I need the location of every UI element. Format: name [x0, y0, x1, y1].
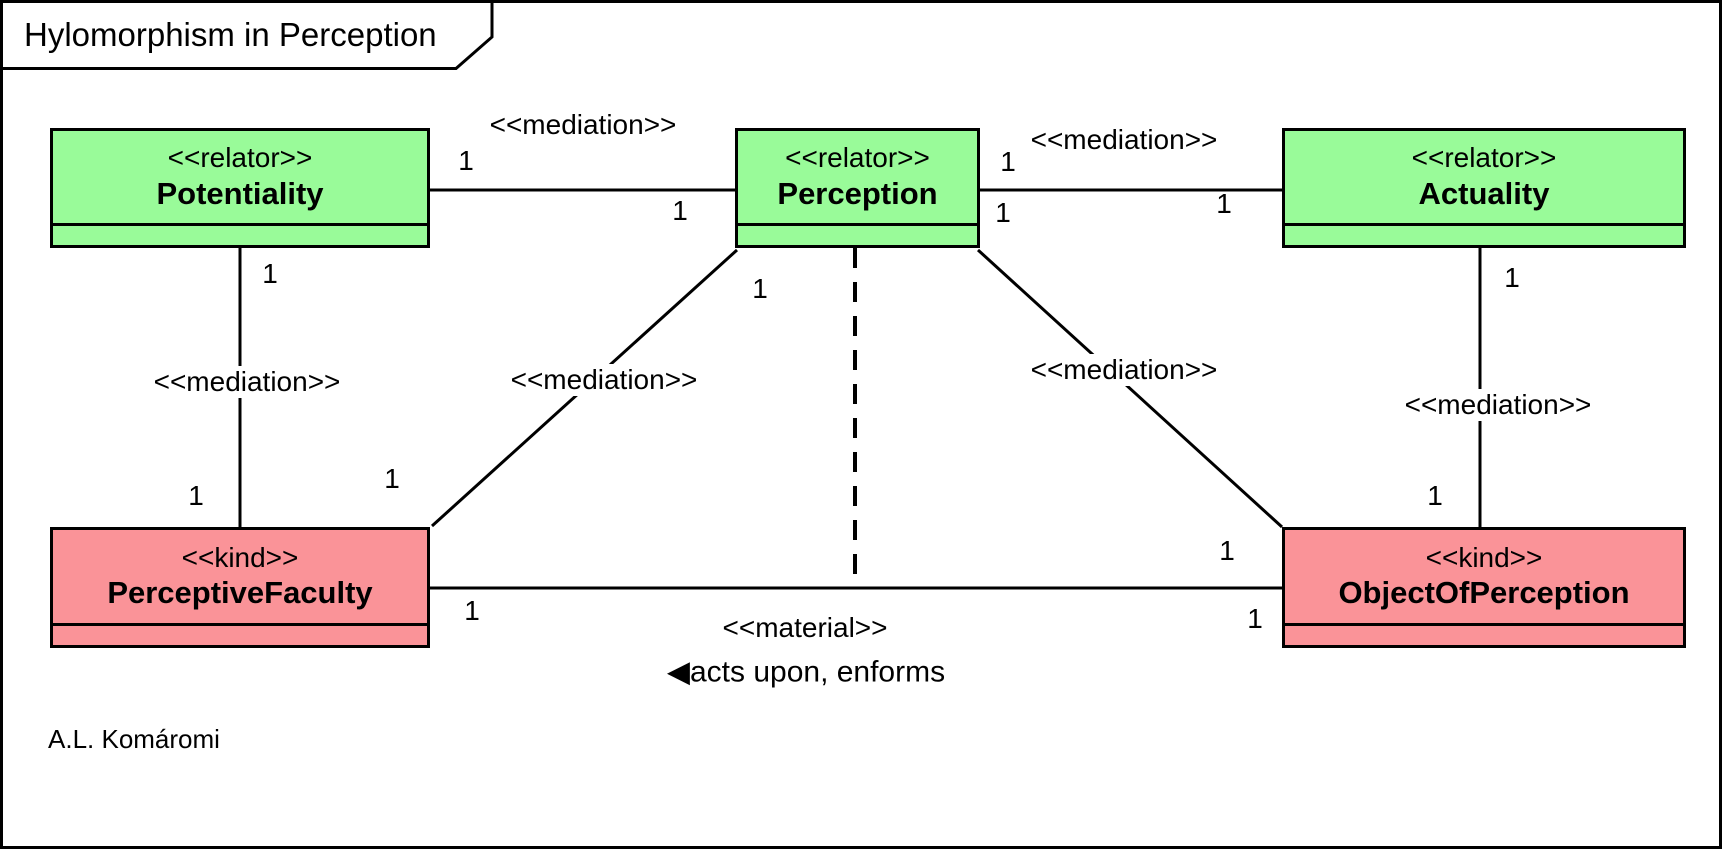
- class-name: Perception: [777, 175, 938, 211]
- multiplicity-perception-end: 1: [752, 273, 768, 304]
- mediation-label-perception-perceptivefaculty: <<mediation>>: [506, 364, 702, 396]
- class-perception: <<relator>> Perception: [735, 128, 980, 248]
- multiplicity-objectofperception-end: 1: [1427, 480, 1443, 511]
- class-actuality: <<relator>> Actuality: [1282, 128, 1686, 248]
- class-stereotype: <<kind>>: [181, 541, 299, 573]
- mediation-label-actuality-objectofperception: <<mediation>>: [1400, 389, 1596, 421]
- class-stereotype: <<kind>>: [1425, 541, 1543, 573]
- mediation-label-potentiality-perception: <<mediation>>: [485, 109, 681, 141]
- multiplicity-perceptivefaculty-end: 1: [188, 480, 204, 511]
- multiplicity-perceptivefaculty-end: 1: [384, 463, 400, 494]
- multiplicity-perception-end: 1: [672, 195, 688, 226]
- material-association-name: ◀acts upon, enforms: [666, 655, 946, 689]
- multiplicity-perceptivefaculty-end: 1: [464, 595, 480, 626]
- class-name: PerceptiveFaculty: [107, 575, 373, 611]
- multiplicity-actuality-end: 1: [1504, 262, 1520, 293]
- attributes-compartment: [53, 623, 427, 645]
- class-stereotype: <<relator>>: [1411, 142, 1557, 174]
- attributes-compartment: [1285, 223, 1683, 245]
- class-potentiality: <<relator>> Potentiality: [50, 128, 430, 248]
- class-name: Potentiality: [156, 175, 324, 211]
- mediation-label-perception-actuality: <<mediation>>: [1026, 124, 1222, 156]
- diagram-title: Hylomorphism in Perception: [24, 16, 437, 53]
- multiplicity-actuality-end: 1: [1216, 188, 1232, 219]
- class-name: ObjectOfPerception: [1338, 575, 1630, 611]
- mediation-label-potentiality-perceptivefaculty: <<mediation>>: [149, 366, 345, 398]
- multiplicity-perception-end: 1: [1000, 146, 1016, 177]
- multiplicity-potentiality-end: 1: [458, 145, 474, 176]
- class-perceptivefaculty: <<kind>> PerceptiveFaculty: [50, 527, 430, 648]
- mediation-label-perception-objectofperception: <<mediation>>: [1026, 354, 1222, 386]
- multiplicity-perception-end: 1: [995, 197, 1011, 228]
- class-stereotype: <<relator>>: [167, 142, 313, 174]
- author-attribution: A.L. Komáromi: [48, 724, 220, 754]
- class-stereotype: <<relator>>: [785, 142, 930, 174]
- class-objectofperception: <<kind>> ObjectOfPerception: [1282, 527, 1686, 648]
- attributes-compartment: [738, 223, 977, 245]
- attributes-compartment: [53, 223, 427, 245]
- frame-title-tab: [0, 0, 494, 70]
- multiplicity-objectofperception-end: 1: [1247, 603, 1263, 634]
- line-mediation-perception-objectofperception: [976, 248, 1284, 529]
- attributes-compartment: [1285, 623, 1683, 645]
- multiplicity-potentiality-end: 1: [262, 258, 278, 289]
- multiplicity-objectofperception-end: 1: [1219, 535, 1235, 566]
- material-label: <<material>>: [718, 612, 892, 644]
- class-name: Actuality: [1418, 175, 1550, 211]
